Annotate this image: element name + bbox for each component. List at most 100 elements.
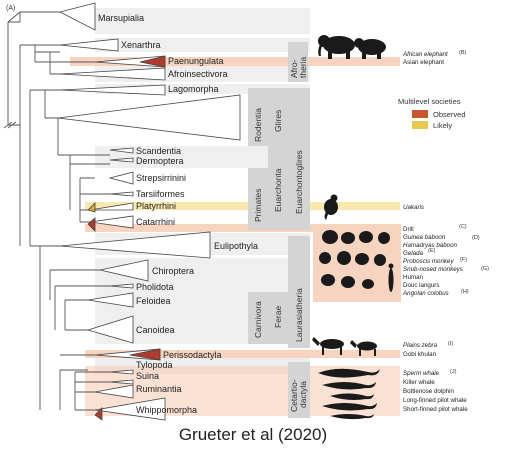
note-j: (J): [450, 369, 457, 375]
group-labels: Afro- theria Rodentia Glires Euarchontog…: [253, 56, 308, 412]
note-d: (D): [472, 235, 480, 241]
species-hamadryas-baboon: Hamadryas baboon: [403, 242, 458, 249]
label-tylopoda: Tylopoda: [136, 360, 173, 370]
species-gelada: Gelada: [403, 250, 424, 257]
group-euarchonta: Euarchonta: [273, 168, 283, 212]
label-perissodactyla: Perissodactyla: [163, 350, 222, 360]
label-lagomorpha: Lagomorpha: [168, 84, 219, 94]
note-b: (B): [459, 50, 467, 56]
label-dermoptera: Dermoptera: [136, 156, 184, 166]
note-c: (C): [459, 224, 467, 230]
group-ferae: Ferae: [273, 306, 283, 328]
clade-paenungulata-mark: [139, 55, 166, 68]
clade-catarrhini: [89, 215, 134, 229]
group-laurasiatheria: Laurasiatheria: [294, 288, 304, 342]
species-african-elephant: African elephant: [402, 51, 448, 58]
clade-rodentia: [57, 94, 241, 141]
species-short-finned-pilot-whale: Short-finned pilot whale: [403, 406, 468, 413]
species-sperm-whale: Sperm whale: [403, 370, 440, 377]
clade-marsupialia: [58, 2, 96, 31]
label-suina: Suina: [136, 371, 159, 381]
clade-eulipothyla: [59, 231, 211, 259]
species-angolan-colobus: Angolan colobus: [402, 290, 449, 297]
legend-observed-swatch: [412, 110, 428, 118]
species-uakaris: Uakaris: [403, 204, 424, 211]
species-bottlenose-dolphin: Bottlenose dolphin: [403, 388, 454, 395]
taxon-labels: Marsupialia Xenarthra Paenungulata Afroi…: [98, 13, 258, 415]
note-e: (E): [428, 248, 436, 254]
label-catarrhini: Catarrhini: [136, 217, 175, 227]
group-euarchontoglires: Euarchontoglires: [294, 150, 304, 214]
label-platyrrhini: Platyrrhini: [136, 201, 176, 211]
clade-platyrrhini: [89, 202, 134, 211]
clade-scandentia: [109, 147, 134, 154]
species-plains-zebra: Plains zebra: [403, 342, 438, 349]
label-marsupialia: Marsupialia: [98, 13, 144, 23]
clade-whippomorpha-mark: [94, 407, 103, 421]
group-afrotheria-2: theria: [298, 56, 308, 78]
group-glires: Glires: [273, 110, 283, 132]
group-cetartiodactyla-2: dactyla: [298, 381, 308, 408]
species-long-finned-pilot-whale: Long-finned pilot whale: [403, 397, 467, 404]
clade-tylopoda: [109, 369, 134, 375]
clade-suina: [109, 379, 134, 385]
paenungulata-highlight: [70, 57, 400, 66]
figure-caption: Grueter et al (2020): [178, 425, 328, 444]
note-f: (F): [460, 257, 467, 263]
species-killer-whale: Killer whale: [403, 379, 435, 386]
clade-perissodactyla-mark: [129, 348, 161, 361]
label-scandentia: Scandentia: [136, 146, 181, 156]
clade-dermoptera: [109, 157, 134, 163]
species-labels: African elephant (B) Asian elephant Uaka…: [402, 50, 489, 413]
elephant-silhouette: [318, 35, 386, 59]
legend-likely-swatch: [412, 121, 428, 129]
label-afroinsectivora: Afroinsectivora: [168, 69, 228, 79]
clade-tarsiiformes: [109, 191, 134, 197]
panel-label: (A): [6, 5, 15, 12]
group-boxes: [248, 42, 310, 418]
legend-likely-label: Likely: [433, 121, 452, 130]
platyrrhini-highlight: [85, 202, 400, 210]
clade-xenarthra: [59, 38, 119, 52]
species-guinea-baboon: Guinea baboon: [403, 234, 446, 241]
species-drill: Drill: [403, 226, 414, 233]
uakari-silhouette: [324, 194, 338, 220]
clade-strepsirrhini: [108, 171, 134, 185]
species-proboscis-monkey: Proboscis monkey: [403, 258, 454, 265]
species-human: Human: [403, 274, 424, 281]
clade-pholidota: [109, 283, 134, 289]
label-strepsirrhini: Strepsirrinini: [136, 173, 186, 183]
label-pholidota: Pholidota: [136, 282, 174, 292]
clade-triangles: [57, 2, 241, 399]
group-carnivora: Carnivora: [253, 301, 263, 338]
clade-ruminantia: [94, 384, 134, 399]
legend-title: Multilevel societies: [398, 97, 461, 106]
label-eulipothyla: Eulipothyla: [214, 241, 258, 251]
clade-afroinsectivora: [59, 67, 166, 81]
species-gobi-khulan: Gobi khulan: [403, 351, 437, 358]
group-cetartiodactyla-1: Cetartio-: [289, 379, 299, 412]
group-rodentia: Rodentia: [253, 108, 263, 142]
label-chiroptera: Chiroptera: [152, 266, 194, 276]
highlighted-triangles: [87, 55, 166, 421]
species-snub-nosed-monkeys: Snub-nosed monkeys: [403, 266, 463, 273]
clade-platyrrhini-mark: [87, 202, 96, 213]
group-afrotheria-1: Afro-: [289, 59, 299, 78]
note-h: (H): [461, 289, 469, 295]
clade-feloidea: [87, 292, 134, 308]
label-ruminantia: Ruminantia: [136, 384, 182, 394]
animal-silhouettes: [312, 35, 394, 420]
clade-lagomorpha: [59, 84, 166, 96]
label-canoidea: Canoidea: [136, 325, 175, 335]
zebra-silhouettes: [312, 337, 377, 356]
clade-catarrhini-mark: [87, 217, 96, 232]
note-i: (I): [448, 341, 453, 347]
species-asian-elephant: Asian elephant: [403, 59, 444, 66]
label-tarsiiformes: Tarsiiformes: [136, 189, 185, 199]
legend-observed-label: Observed: [433, 110, 466, 119]
whale-silhouettes: [318, 368, 380, 420]
primate-silhouettes: [319, 230, 394, 292]
label-paenungulata: Paenungulata: [168, 56, 224, 66]
perissodactyla-highlight: [85, 350, 400, 358]
catarrhini-highlight: [85, 224, 313, 232]
